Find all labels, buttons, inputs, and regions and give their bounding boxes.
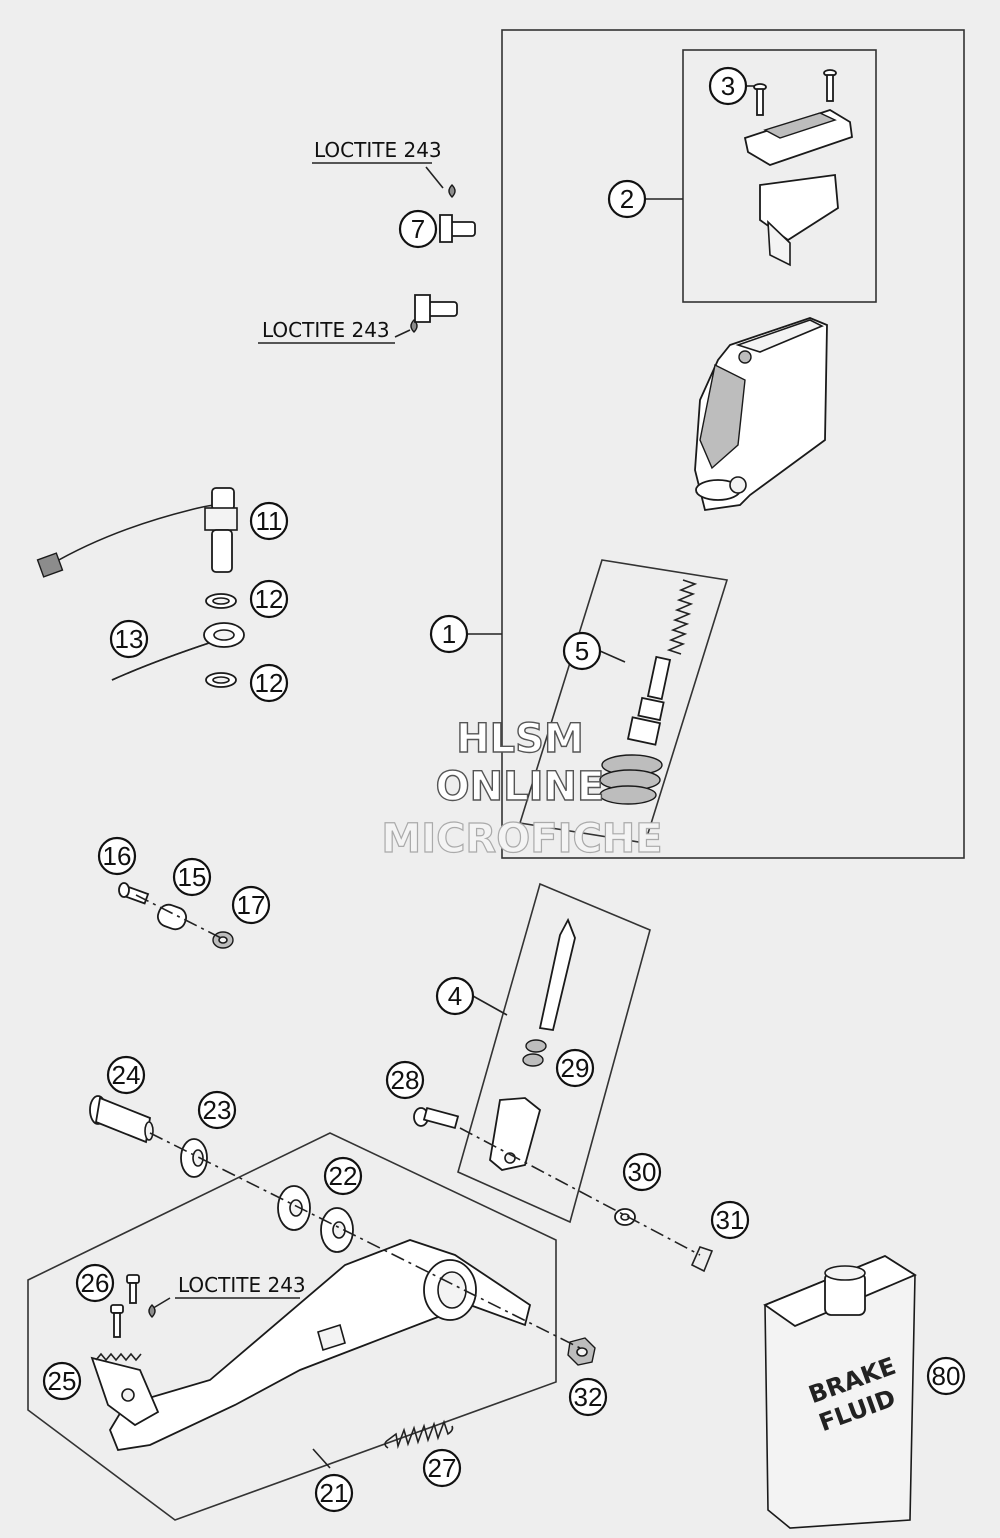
callout-15: 15: [172, 857, 212, 897]
svg-text:15: 15: [178, 862, 207, 892]
svg-text:13: 13: [115, 624, 144, 654]
svg-text:29: 29: [561, 1053, 590, 1083]
clevis-axis-line: [459, 1127, 701, 1256]
svg-text:11: 11: [256, 506, 283, 536]
return-spring: [384, 1419, 454, 1450]
callout-26: 26: [75, 1263, 115, 1303]
callout-24: 24: [106, 1055, 146, 1095]
callout-12-upper: 12: [249, 579, 289, 619]
svg-text:28: 28: [391, 1065, 420, 1095]
svg-text:16: 16: [103, 841, 132, 871]
callout-21: 21: [314, 1473, 354, 1513]
loctite-note-pedal: LOCTITE 243: [178, 1273, 306, 1297]
brake-fluid-can: [763, 1254, 917, 1529]
watermark-line2: ONLINE: [436, 764, 605, 810]
washer-lower-hole: [212, 676, 230, 684]
brake-pedal-group-box: [27, 1132, 557, 1521]
master-cylinder-body: [694, 317, 828, 512]
callout-11: 11: [249, 501, 289, 541]
svg-text:23: 23: [203, 1095, 232, 1125]
svg-text:5: 5: [575, 636, 589, 666]
svg-text:3: 3: [721, 71, 735, 101]
svg-text:31: 31: [716, 1205, 745, 1235]
callout-22: 22: [323, 1156, 363, 1196]
flange-bushing-hole: [192, 1149, 204, 1167]
callout-28: 28: [385, 1060, 425, 1100]
banjo-bolts: [410, 184, 476, 333]
reservoir-cover: [743, 109, 853, 267]
pivot-bolt: [89, 1095, 154, 1144]
svg-text:21: 21: [320, 1478, 349, 1508]
pin-axis-line: [135, 894, 226, 941]
push-rod-group-box: [457, 882, 651, 1224]
piston-kit-group-box: [518, 559, 729, 844]
svg-text:2: 2: [620, 184, 634, 214]
svg-text:4: 4: [448, 981, 462, 1011]
clevis-pin: [413, 1106, 460, 1130]
watermark-line1: HLSM: [456, 716, 584, 762]
svg-text:25: 25: [48, 1366, 77, 1396]
callout-25: 25: [42, 1361, 82, 1401]
callout-13: 13: [109, 619, 149, 659]
callout-7: 7: [398, 209, 438, 249]
svg-text:22: 22: [329, 1161, 358, 1191]
callout-80: 80: [926, 1356, 966, 1396]
pedal-tip: [90, 1352, 160, 1427]
piston-kit: [599, 579, 698, 805]
svg-text:1: 1: [442, 619, 456, 649]
callout-23: 23: [197, 1090, 237, 1130]
reservoir-screws: [753, 69, 837, 116]
callout-31: 31: [710, 1200, 750, 1240]
svg-text:7: 7: [411, 214, 425, 244]
pedal-tip-screws: [110, 1274, 156, 1338]
reservoir-cover-group-box: [682, 49, 877, 303]
callout-12-lower: 12: [249, 663, 289, 703]
callout-2: 2: [607, 179, 647, 219]
callout-27: 27: [422, 1448, 462, 1488]
pin-spacer-nut: [118, 882, 234, 949]
brake-light-switch: [36, 487, 238, 578]
svg-text:32: 32: [574, 1382, 603, 1412]
callout-29: 29: [555, 1048, 595, 1088]
loctite-note-mid: LOCTITE 243: [262, 318, 390, 342]
washer-upper-hole: [212, 597, 230, 605]
callout-16: 16: [97, 836, 137, 876]
svg-text:27: 27: [428, 1453, 457, 1483]
watermark-line3: MICROFICHE: [381, 816, 662, 862]
callout-5: 5: [562, 631, 602, 671]
svg-text:12: 12: [255, 668, 284, 698]
svg-text:80: 80: [932, 1361, 961, 1391]
svg-text:26: 26: [81, 1268, 110, 1298]
brake-pedal: [108, 1239, 532, 1451]
loctite-note-top: LOCTITE 243: [314, 138, 442, 162]
svg-text:12: 12: [255, 584, 284, 614]
callout-30: 30: [622, 1152, 662, 1192]
cotter-pin: [690, 1246, 714, 1273]
callout-3: 3: [708, 66, 748, 106]
callout-17: 17: [231, 885, 271, 925]
push-rod: [489, 917, 576, 1171]
svg-text:24: 24: [112, 1060, 141, 1090]
master-cylinder-group-box: [501, 29, 965, 859]
callout-32: 32: [568, 1377, 608, 1417]
callout-4: 4: [435, 976, 475, 1016]
pedal-nut-hole: [576, 1347, 588, 1357]
pedal-bushings: [277, 1185, 354, 1253]
brake-line: [111, 622, 245, 681]
svg-text:17: 17: [237, 890, 266, 920]
svg-text:30: 30: [628, 1157, 657, 1187]
callout-1: 1: [429, 614, 469, 654]
